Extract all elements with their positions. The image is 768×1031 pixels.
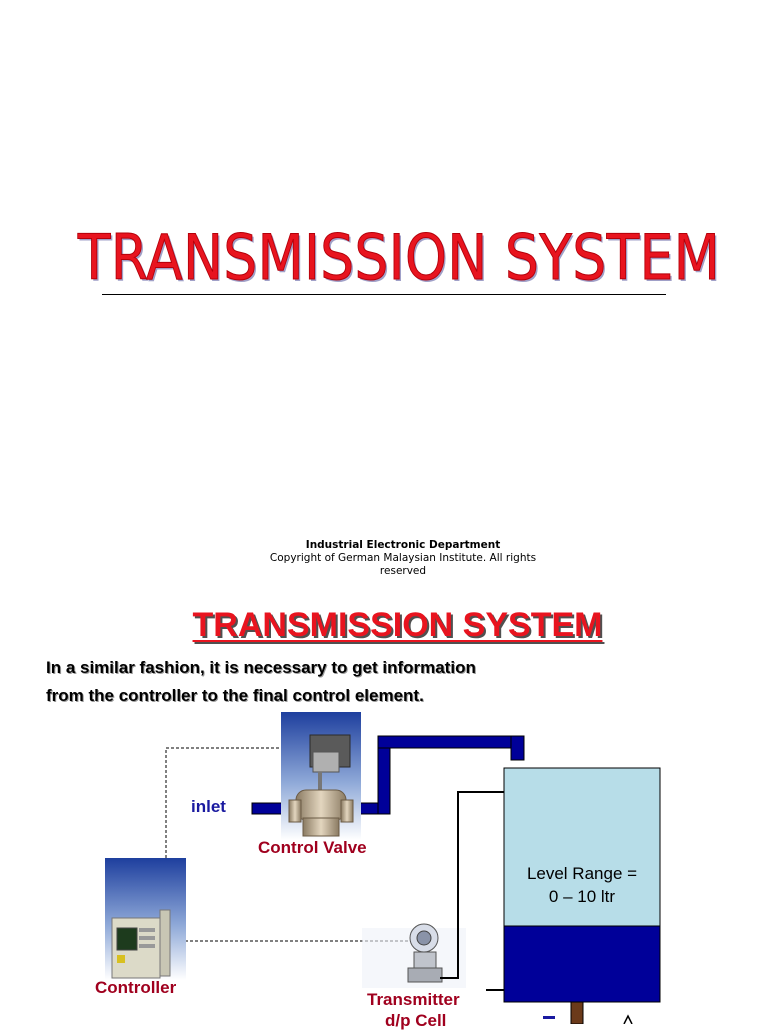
impulse-line [440, 791, 504, 991]
slide1-title: TRANSMISSION SYSTEM [77, 221, 721, 295]
dp-cell-label: d/p Cell [385, 1011, 447, 1030]
footer-department: Industrial Electronic Department [305, 539, 501, 551]
title-underline [102, 294, 666, 295]
signal-line-valve [165, 747, 310, 858]
slide-footer: Industrial Electronic Department Copyrig… [248, 539, 558, 578]
control-valve-label: Control Valve [258, 838, 367, 857]
intro-line-2: from the controller to the final control… [46, 686, 424, 705]
level-range-text: Level Range = 0 – 10 ltr [504, 862, 660, 908]
cropped-marks [543, 1014, 633, 1024]
level-range-line-2: 0 – 10 ltr [548, 887, 616, 906]
controller-label: Controller [95, 978, 177, 997]
tank [503, 767, 661, 1024]
intro-line-1: In a similar fashion, it is necessary to… [46, 658, 476, 677]
control-valve-image [281, 712, 361, 840]
pipe [251, 735, 525, 815]
transmitter-label: Transmitter [367, 990, 460, 1009]
controller-image [105, 858, 186, 980]
inlet-label: inlet [191, 797, 226, 816]
intro-text: In a similar fashion, it is necessary to… [46, 654, 606, 710]
slide2-title: TRANSMISSION SYSTEM [192, 606, 603, 644]
transmitter-image [362, 923, 466, 988]
footer-copyright: Copyright of German Malaysian Institute.… [269, 552, 537, 577]
level-range-line-1: Level Range = [526, 864, 638, 883]
